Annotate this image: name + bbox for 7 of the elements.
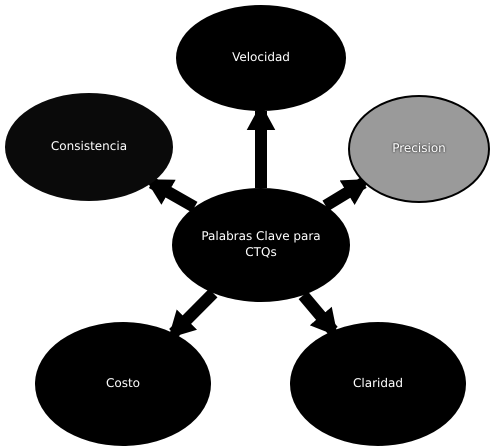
node-label: Consistencia bbox=[50, 139, 128, 155]
node-label: Precision bbox=[391, 141, 447, 157]
node-label: Claridad bbox=[352, 376, 404, 392]
block-arrow bbox=[168, 288, 218, 338]
node-label: Palabras Clave para CTQs bbox=[200, 229, 322, 261]
node-label: Velocidad bbox=[231, 50, 291, 66]
node-label: Costo bbox=[104, 376, 142, 392]
